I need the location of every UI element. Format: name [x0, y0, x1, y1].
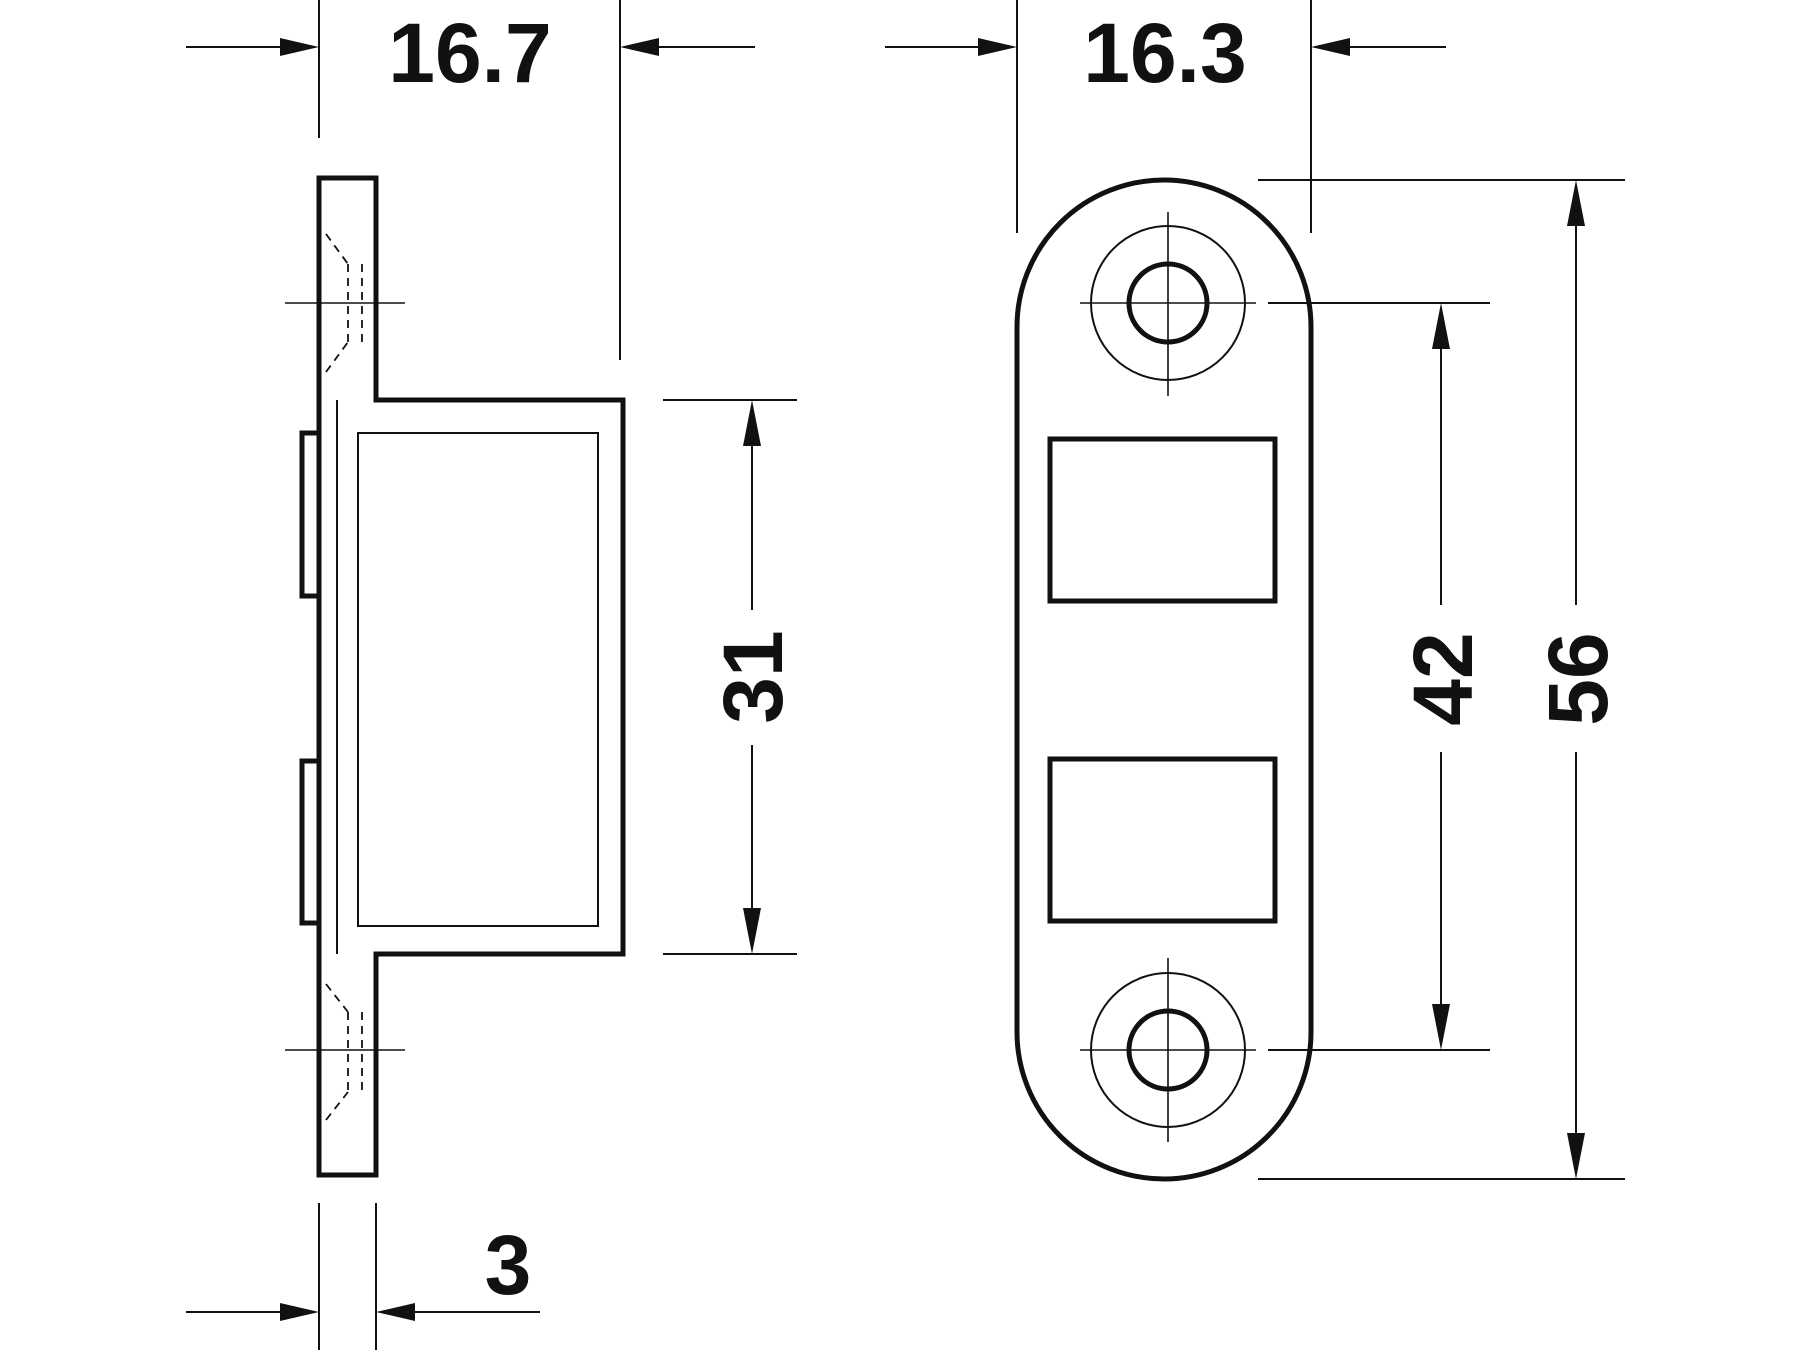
lower-screw-hole [1080, 958, 1256, 1142]
dim-label-56: 56 [1531, 632, 1625, 725]
back-tab-lower [299, 758, 319, 926]
dim-label-31: 31 [706, 630, 800, 723]
front-view [1014, 177, 1314, 1182]
upper-countersink-hidden [285, 233, 405, 373]
dim-plate-thickness: 3 [186, 1203, 540, 1350]
dim-label-3: 3 [485, 1218, 532, 1312]
lower-countersink-hidden [285, 983, 405, 1121]
magnet-inner-rect [357, 432, 599, 927]
dim-magnet-height: 31 [663, 399, 800, 955]
dim-hole-spacing: 42 [1268, 302, 1490, 1051]
slot-upper [1047, 436, 1278, 604]
dim-side-width: 16.7 [186, 0, 755, 360]
strike-plate-outline [1014, 177, 1314, 1182]
upper-screw-hole [1080, 212, 1256, 396]
back-tab-upper [299, 430, 319, 599]
dim-front-width: 16.3 [885, 0, 1446, 233]
dim-label-16-3: 16.3 [1083, 6, 1247, 100]
side-view [285, 175, 626, 1178]
slot-lower [1047, 756, 1278, 924]
dim-label-42: 42 [1396, 632, 1490, 725]
dim-label-16-7: 16.7 [388, 6, 552, 100]
dim-overall-length: 56 [1258, 179, 1625, 1180]
side-view-outline [316, 175, 626, 1178]
